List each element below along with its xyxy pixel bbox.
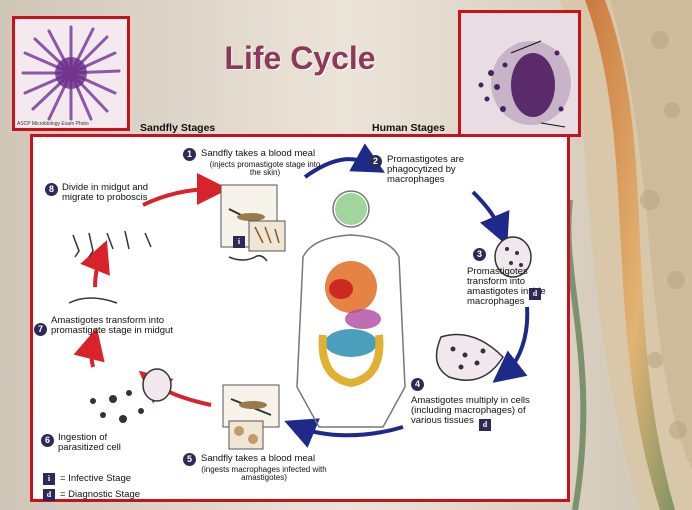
human-stages-header: Human Stages (372, 122, 445, 134)
infective-stage-icon: i (233, 236, 245, 248)
step-number: 4 (411, 378, 424, 391)
step-6-text: Ingestion of parasitized cell (58, 432, 121, 453)
step-number: 6 (41, 434, 54, 447)
step-number: 7 (34, 323, 47, 336)
diagnostic-stage-icon: d (529, 288, 541, 300)
step-number: 8 (45, 183, 58, 196)
step-7-text: Amastigotes transform into promastigote … (51, 315, 173, 336)
step-number: 1 (183, 148, 196, 161)
step-8-text: Divide in midgut and migrate to probosci… (62, 182, 149, 203)
legend-diagnostic-icon: d (43, 489, 55, 501)
step-3-text: Promastigotes transform into amastigotes… (467, 266, 546, 307)
step-5-sub: (ingests macrophages infected with amast… (201, 465, 327, 483)
legend-diagnostic-label: = Diagnostic Stage (60, 489, 141, 500)
amastigote-micrograph (458, 10, 581, 137)
promastigote-micrograph: ASCP Microbiology Exam Photo (12, 16, 130, 131)
legend-infective-label: = Infective Stage (60, 473, 132, 484)
cycle-arrows (68, 143, 532, 450)
diagnostic-stage-icon: d (479, 419, 491, 431)
life-cycle-diagram: 1 Sandfly takes a blood meal (injects pr… (30, 134, 570, 502)
step-number: 5 (183, 453, 196, 466)
slide-title: Life Cycle (224, 40, 376, 76)
step-number: 2 (369, 155, 382, 168)
step-number: 3 (473, 248, 486, 261)
photo-caption: ASCP Microbiology Exam Photo (17, 121, 89, 127)
legend-infective-icon: i (43, 473, 55, 485)
step-2-text: Promastigotes are phagocytized by macrop… (387, 154, 465, 185)
step-5-text: Sandfly takes a blood meal (201, 453, 316, 464)
sandfly-stages-header: Sandfly Stages (140, 122, 216, 134)
step-1-text: Sandfly takes a blood meal (201, 148, 316, 159)
step-4-text: Amastigotes multiply in cells (including… (411, 395, 530, 426)
step-1-sub: (injects promastigote stage into the ski… (209, 160, 321, 178)
